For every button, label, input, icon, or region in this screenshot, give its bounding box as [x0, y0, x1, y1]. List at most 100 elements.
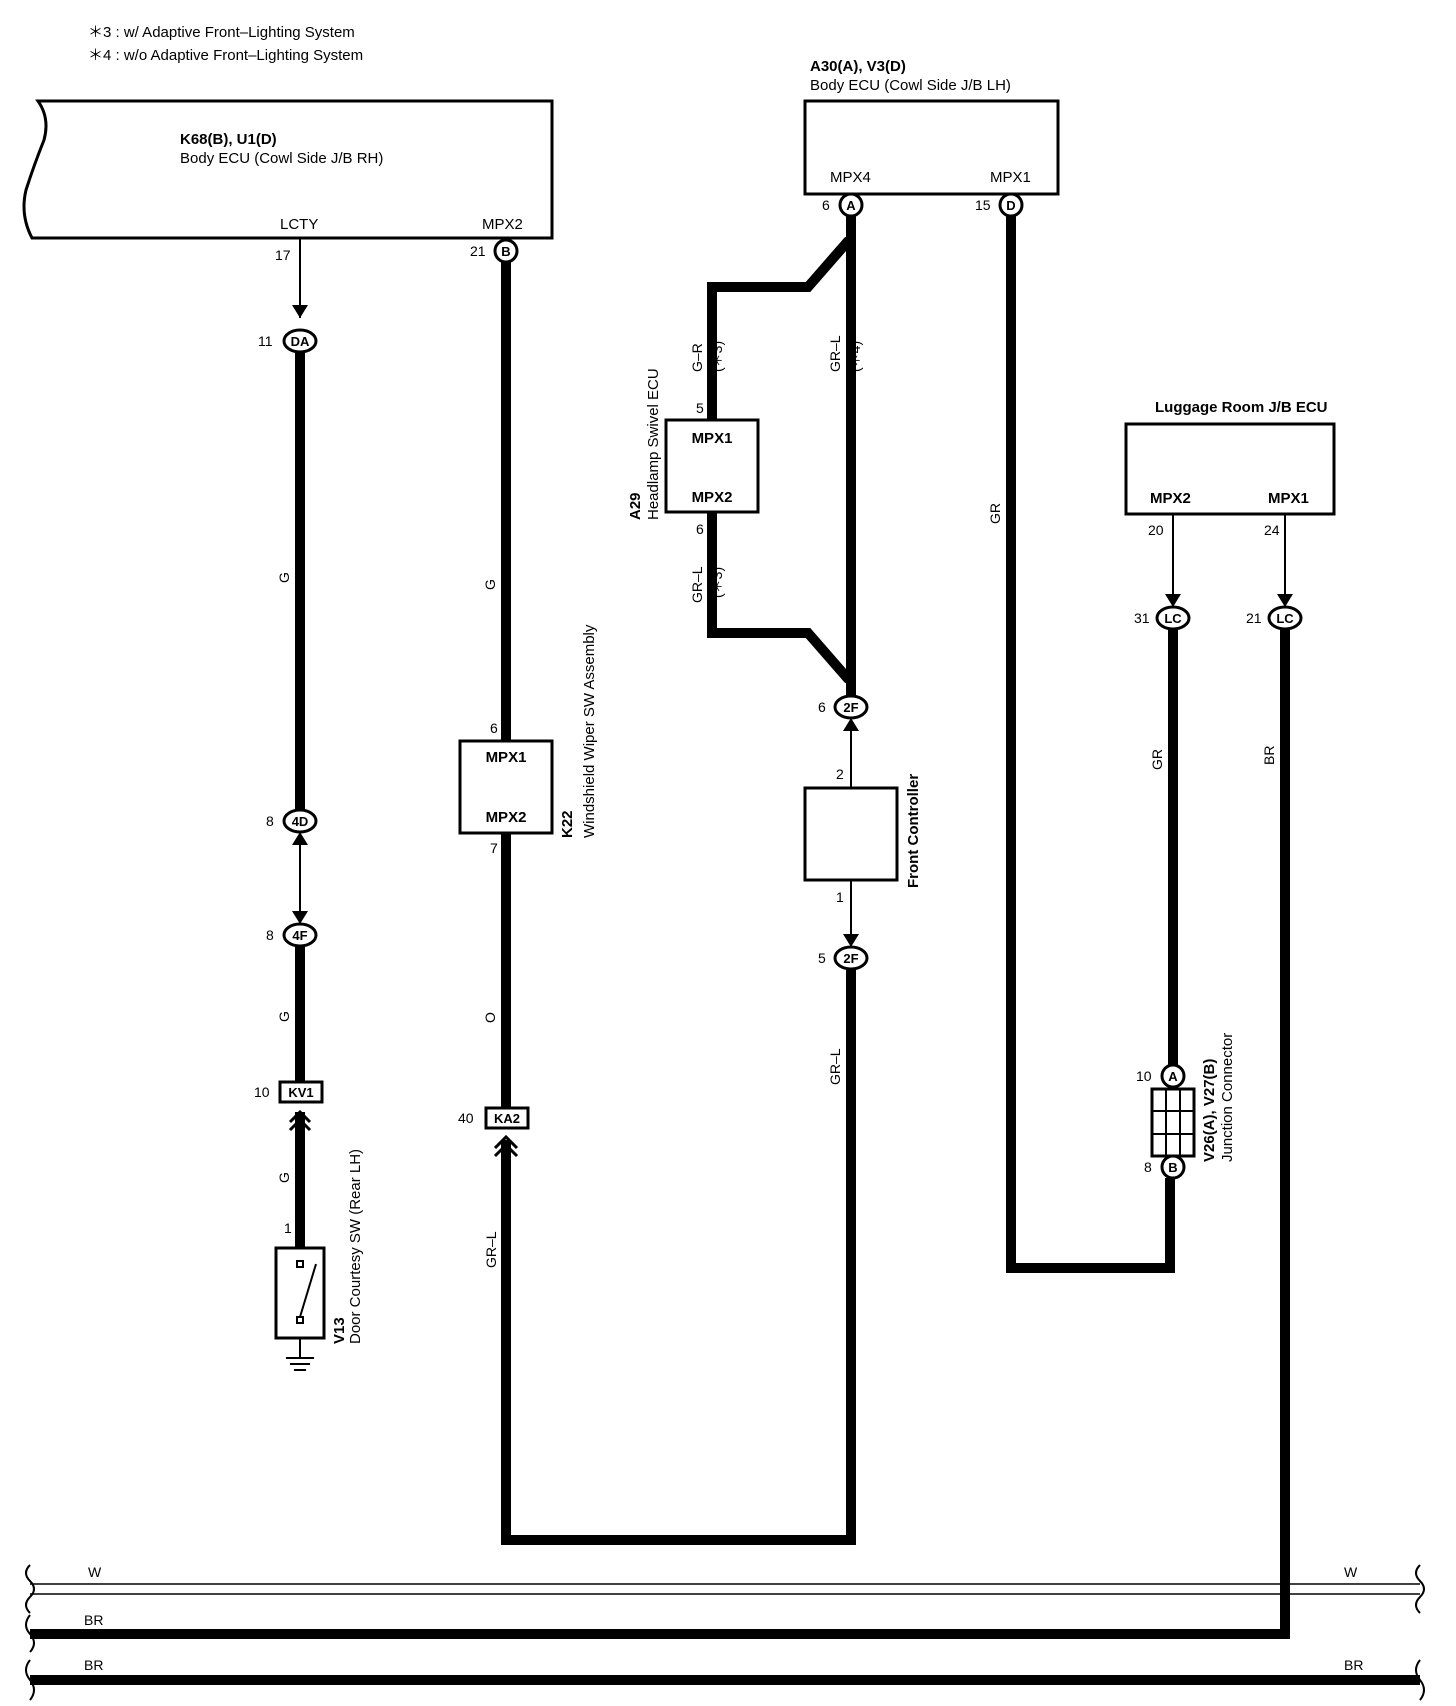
headlamp-swivel-ecu: MPX1 MPX2 A29 Headlamp Swivel ECU: [627, 368, 760, 520]
luggage-ecu-pin-mpx2: MPX2: [1150, 490, 1191, 507]
body-ecu-rh-name: Body ECU (Cowl Side J/B RH): [180, 150, 383, 167]
wiper-sw-code: K22: [559, 810, 576, 838]
connector-lc-1-label: LC: [1164, 611, 1182, 626]
connector-ka2: [484, 1106, 530, 1130]
wire-wiper-ka2: 7 O KA2 40: [458, 833, 530, 1158]
connector-da-label: DA: [291, 334, 310, 349]
pin-10-kv1: 10: [254, 1084, 270, 1100]
body-ecu-lh-pin-mpx1: MPX1: [990, 169, 1031, 186]
bus-br-label-2-right: BR: [1344, 1657, 1363, 1673]
pin-10-a: 10: [1136, 1068, 1152, 1084]
connector-2f-upper-label: 2F: [843, 700, 858, 715]
junction-connector-name: Junction Connector: [1219, 1033, 1236, 1162]
wiper-sw-pin-mpx2: MPX2: [486, 809, 527, 826]
pin-21-lc: 21: [1246, 610, 1262, 626]
pin-6-2f: 6: [818, 699, 826, 715]
pin-6-headlamp: 6: [696, 521, 704, 537]
bus-br-label-2-left: BR: [84, 1657, 103, 1673]
connector-b-junction-label: B: [1168, 1160, 1177, 1175]
pin-11: 11: [258, 333, 273, 349]
front-controller-group: 2F 6 2 Front Controller 1 2F 5: [803, 694, 922, 971]
wire-color-g-1: G: [276, 572, 292, 583]
connector-kv1: [278, 1080, 324, 1104]
bus-br-label-1: BR: [84, 1612, 103, 1628]
variant-note-3-bottom: (＊3): [709, 567, 725, 598]
pin-17: 17: [275, 247, 291, 263]
connector-a-junction: [1160, 1063, 1186, 1089]
wire-color-g-r: G–R: [689, 343, 705, 372]
pin-20-luggage: 20: [1148, 522, 1164, 538]
wire-color-g-2: G: [276, 1011, 292, 1022]
bus-w-label-right: W: [1344, 1564, 1358, 1580]
variant-note-3-top: (＊3): [709, 341, 725, 372]
door-sw-name: Door Courtesy SW (Rear LH): [347, 1149, 364, 1344]
front-controller-name: Front Controller: [905, 774, 922, 888]
connector-kv1-label: KV1: [288, 1085, 313, 1100]
body-ecu-lh-pin-mpx4: MPX4: [830, 169, 871, 186]
junction-connector-code: V26(A), V27(B): [1201, 1059, 1218, 1162]
connector-lc-2-label: LC: [1276, 611, 1294, 626]
junction-connector: 10 A 8 B V26(A), V27(B) Junction Connect…: [1136, 1033, 1236, 1180]
wiper-sw-name: Windshield Wiper SW Assembly: [581, 624, 598, 838]
body-ecu-rh-pin-mpx2: MPX2: [482, 216, 523, 233]
pin-7-wiper: 7: [490, 840, 498, 856]
wire-luggage-mpx2: LC 31 GR: [1134, 514, 1191, 1065]
pin-21-b: 21: [470, 243, 486, 259]
connector-4f-label: 4F: [292, 928, 307, 943]
wire-color-gr-2: GR: [1149, 749, 1165, 770]
wire-color-gr-l-3: GR–L: [827, 335, 843, 372]
connector-4d-label: 4D: [292, 814, 309, 829]
body-ecu-rh: K68(B), U1(D) Body ECU (Cowl Side J/B RH…: [22, 99, 554, 240]
body-ecu-lh: A30(A), V3(D) Body ECU (Cowl Side J/B LH…: [803, 58, 1060, 218]
headlamp-ecu-name: Headlamp Swivel ECU: [645, 368, 662, 520]
body-ecu-lh-name: Body ECU (Cowl Side J/B LH): [810, 77, 1011, 94]
connector-b-rh-label: B: [501, 244, 510, 259]
connector-2f-lower-label: 2F: [843, 951, 858, 966]
wire-lcty: 17 DA 11 G 4D 8 4F 8 G KV1 10 G 1: [254, 238, 324, 1248]
body-ecu-rh-code: K68(B), U1(D): [180, 131, 277, 148]
pin-40-ka2: 40: [458, 1110, 474, 1126]
note-afs-with: ＊3 : w/ Adaptive Front–Lighting System: [88, 24, 355, 41]
wire-color-gr-1: GR: [987, 503, 1003, 524]
headlamp-ecu-pin-mpx2: MPX2: [692, 489, 733, 506]
windshield-wiper-sw: MPX1 MPX2 K22 Windshield Wiper SW Assemb…: [458, 624, 598, 838]
pin-8-4f: 8: [266, 927, 274, 943]
bus-wires: W W BR BR BR: [25, 1564, 1425, 1701]
wire-color-g-4: G: [482, 579, 498, 590]
wire-gr-l-bottom-loop: GR–L GR–L: [483, 970, 856, 1545]
note-afs-without: ＊4 : w/o Adaptive Front–Lighting System: [88, 47, 363, 64]
wire-color-gr-l-4: GR–L: [689, 566, 705, 603]
variant-note-4: (＊4): [847, 341, 863, 372]
luggage-room-ecu: Luggage Room J/B ECU MPX2 MPX1 20 24: [1124, 399, 1336, 538]
wire-luggage-mpx1: LC 21 BR: [30, 514, 1303, 1639]
pin-8-4d: 8: [266, 813, 274, 829]
body-ecu-rh-pin-lcty: LCTY: [280, 216, 318, 233]
wire-mpx4: G–R (＊3) GR–L (＊4) GR–L (＊3) 5 6: [689, 216, 863, 695]
pin-6-wiper: 6: [490, 720, 498, 736]
pin-31-lc: 31: [1134, 610, 1150, 626]
connector-a-ecu-label: A: [846, 198, 856, 213]
luggage-ecu-pin-mpx1: MPX1: [1268, 490, 1309, 507]
connector-ka2-label: KA2: [494, 1111, 520, 1126]
pin-1-front-controller: 1: [836, 889, 844, 905]
connector-d-ecu-label: D: [1006, 198, 1015, 213]
wiper-sw-pin-mpx1: MPX1: [486, 749, 527, 766]
wire-color-gr-l-2: GR–L: [827, 1048, 843, 1085]
wire-color-br-vertical: BR: [1261, 746, 1277, 765]
wire-color-o: O: [482, 1012, 498, 1023]
door-courtesy-switch: V13 Door Courtesy SW (Rear LH): [274, 1149, 364, 1371]
pin-24-luggage: 24: [1264, 522, 1280, 538]
pin-15-d: 15: [975, 197, 991, 213]
pin-2-front-controller: 2: [836, 766, 844, 782]
door-sw-code: V13: [331, 1317, 348, 1344]
body-ecu-lh-code: A30(A), V3(D): [810, 58, 906, 75]
luggage-ecu-name: Luggage Room J/B ECU: [1155, 399, 1328, 416]
pin-8-b: 8: [1144, 1159, 1152, 1175]
front-controller-box: [803, 786, 899, 882]
headlamp-ecu-code: A29: [627, 492, 644, 520]
pin-1-door-sw: 1: [284, 1220, 292, 1236]
pin-5-headlamp: 5: [696, 400, 704, 416]
wire-mpx2-rh: 21 B G 6: [470, 238, 519, 741]
wire-mpx1-gr: GR: [987, 216, 1175, 1273]
